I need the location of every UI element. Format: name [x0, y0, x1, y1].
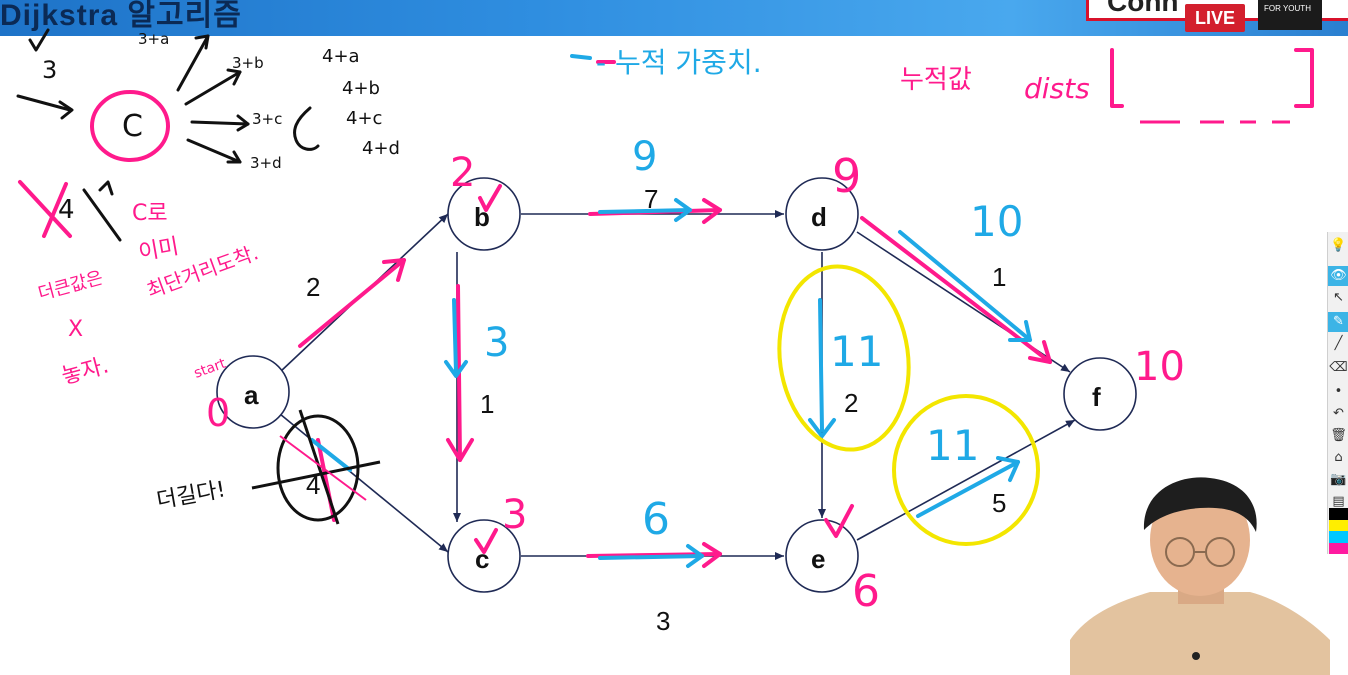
note-sum-3c: 3+c	[252, 110, 282, 128]
note-sum-4c: 4+c	[346, 108, 382, 129]
dot-icon[interactable]: •	[1334, 384, 1343, 399]
node-e	[785, 519, 859, 593]
presenter-webcam	[1070, 477, 1330, 675]
note-longer: 더길다!	[155, 477, 228, 514]
color-yellow-swatch[interactable]	[1329, 519, 1348, 531]
color-cyan-swatch[interactable]	[1329, 531, 1348, 543]
note-sum-4a: 4+a	[322, 46, 360, 67]
blue-ce: 6	[642, 494, 670, 545]
node-c	[447, 519, 521, 593]
channel-logo: FOR YOUTH	[1258, 0, 1322, 30]
color-pink-swatch[interactable]	[1329, 542, 1348, 554]
note-crossed-4: 4	[58, 195, 75, 225]
blue-bd: 9	[632, 134, 657, 180]
dist-d: 9	[832, 149, 861, 203]
weight-d-f: 1	[992, 262, 1006, 292]
node-b	[447, 177, 521, 251]
note-sum-3a: 3+a	[138, 30, 169, 48]
undo-icon[interactable]: ↶	[1333, 406, 1344, 421]
note-bigger: 더큰값은	[36, 267, 105, 304]
trash-icon[interactable]: 🗑	[1330, 428, 1347, 443]
eraser-icon[interactable]: ⌫	[1329, 360, 1348, 375]
page-icon[interactable]: ▤	[1332, 494, 1345, 509]
note-sum-3d: 3+d	[250, 154, 282, 172]
line-icon[interactable]: ╱	[1334, 336, 1343, 351]
edge-e-f	[856, 419, 1076, 541]
edge-weights: 2 4 1 7 3 2 1 5	[306, 184, 1006, 636]
dist-b: 2	[450, 150, 475, 196]
bulb-icon[interactable]: 💡	[1330, 238, 1347, 253]
node-label-d: d	[811, 202, 827, 232]
node-f	[1063, 357, 1137, 431]
dist-c: 3	[502, 492, 527, 538]
note-sum-3b: 3+b	[232, 54, 264, 72]
weight-b-d: 7	[644, 184, 658, 214]
graph-nodes: a b c d e f	[216, 177, 1137, 593]
brand-fragment: Conn	[1107, 0, 1179, 17]
cursor-icon[interactable]: ↖	[1333, 290, 1344, 305]
accum-label: 누적값	[900, 65, 972, 95]
node-label-f: f	[1092, 382, 1101, 412]
blue-bc: 3	[484, 320, 509, 366]
node-d	[785, 177, 859, 251]
cyan-ink-strokes	[310, 54, 1032, 568]
dist-f: 10	[1134, 344, 1185, 390]
camera-icon[interactable]: 📷	[1330, 472, 1347, 487]
weight-b-c: 1	[480, 389, 494, 419]
weight-d-e: 2	[844, 388, 858, 418]
color-black-swatch[interactable]	[1329, 508, 1348, 520]
note-nope: X	[68, 317, 83, 342]
weight-a-b: 2	[306, 272, 320, 302]
cyan-ink-text: 9 3 6 10 11 11 - 누적 가중치.	[484, 46, 1023, 545]
color-palette	[1329, 508, 1348, 554]
eye-icon[interactable]: 👁	[1328, 266, 1348, 286]
live-badge: LIVE	[1185, 4, 1245, 32]
node-a	[216, 355, 290, 429]
node-label-a: a	[244, 380, 259, 410]
pen-icon[interactable]: ✎	[1328, 312, 1348, 332]
crossed-out-weight	[251, 409, 381, 525]
title-note: - 누적 가중치.	[596, 46, 762, 79]
note-already: 이미	[137, 234, 181, 266]
note-sum-4d: 4+d	[362, 138, 400, 159]
blue-ef: 11	[926, 421, 979, 470]
note-c-ro: C로	[132, 201, 168, 226]
black-ink-annotations	[16, 28, 320, 242]
dist-a: 0	[206, 391, 230, 435]
note-left-3: 3	[42, 56, 57, 84]
note-sum-4b: 4+b	[342, 78, 380, 99]
node-label-e: e	[811, 544, 825, 574]
black-ink-text: 3 C 3+a 3+b 3+c 3+d 4+a 4+b 4+c 4+d 4 더길…	[42, 30, 400, 514]
note-ok: 놓자.	[59, 353, 111, 389]
dists-label: dists	[1024, 72, 1090, 105]
blue-df: 10	[970, 197, 1023, 246]
dist-e: 6	[852, 566, 880, 617]
yellow-highlight-circles	[777, 264, 1040, 546]
drawing-toolbar: 💡 👁 ↖ ✎ ╱ ⌫ • ↶ 🗑 ⌂ 📷 ▤	[1327, 232, 1348, 554]
weight-c-e: 3	[656, 606, 670, 636]
blue-de: 11	[830, 327, 883, 376]
weight-e-f: 5	[992, 488, 1006, 518]
stamp-icon[interactable]: ⌂	[1334, 450, 1343, 465]
note-c-center: C	[122, 109, 143, 144]
lecture-title-fragment: Dijkstra 알고리즘	[0, 0, 242, 32]
